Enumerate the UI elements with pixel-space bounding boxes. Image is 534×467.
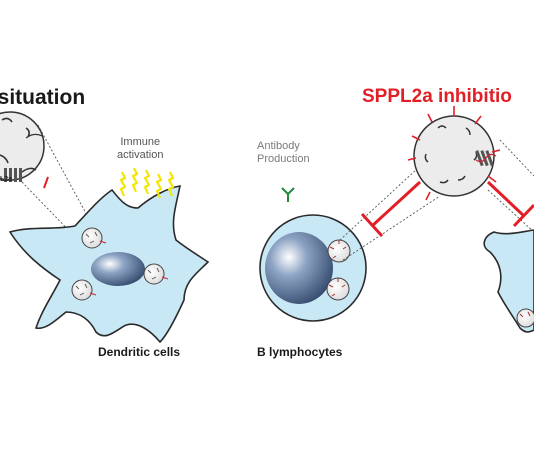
left-zoom-vesicle — [0, 111, 49, 189]
bcell-vesicle — [327, 239, 351, 263]
b-lymphocyte-nucleus — [265, 232, 333, 304]
normal-situation-title: l situation — [0, 86, 86, 109]
right-dendritic-cell — [483, 229, 534, 333]
immune-activation-label: Immune activation — [117, 136, 163, 162]
antibody-production-line-2: Production — [257, 153, 310, 165]
dendritic-cells-label: Dendritic cells — [98, 345, 181, 359]
sppl2a-inhibition-title: SPPL2a inhibitio — [362, 86, 512, 107]
dc-vesicle — [81, 227, 107, 249]
lightning-icon — [119, 171, 127, 197]
sppl2a-tag-label: L2a — [0, 176, 13, 183]
inhibition-icon — [360, 180, 422, 238]
immune-activation-line-1: Immune — [120, 136, 161, 148]
lightning-icon-group — [119, 167, 175, 199]
dc-vesicle — [143, 263, 169, 285]
dendritic-cell — [8, 185, 210, 344]
zoom-lines-left — [21, 124, 96, 241]
b-lymphocyte-cell — [259, 214, 367, 322]
right-zoom-vesicle — [407, 106, 501, 201]
lightning-icon — [131, 167, 139, 193]
antibody-production-line-1: Antibody — [257, 140, 300, 152]
lightning-icon — [143, 169, 151, 195]
dc-vesicle — [71, 279, 97, 301]
bcell-vesicle — [326, 277, 350, 301]
accumulated-substrate-icon — [475, 150, 497, 167]
lightning-icon — [167, 171, 175, 197]
antibody-icon — [281, 187, 295, 202]
antibody-production-label: Antibody Production — [257, 140, 310, 166]
b-lymphocytes-label: B lymphocytes — [257, 345, 343, 359]
immune-activation-line-2: activation — [117, 149, 164, 161]
sppl2a-enzyme-icon — [4, 167, 37, 182]
dendritic-nucleus — [91, 252, 145, 286]
inhibition-icon — [486, 180, 534, 228]
zoom-lines-right — [339, 139, 534, 261]
lightning-icon — [155, 173, 163, 199]
